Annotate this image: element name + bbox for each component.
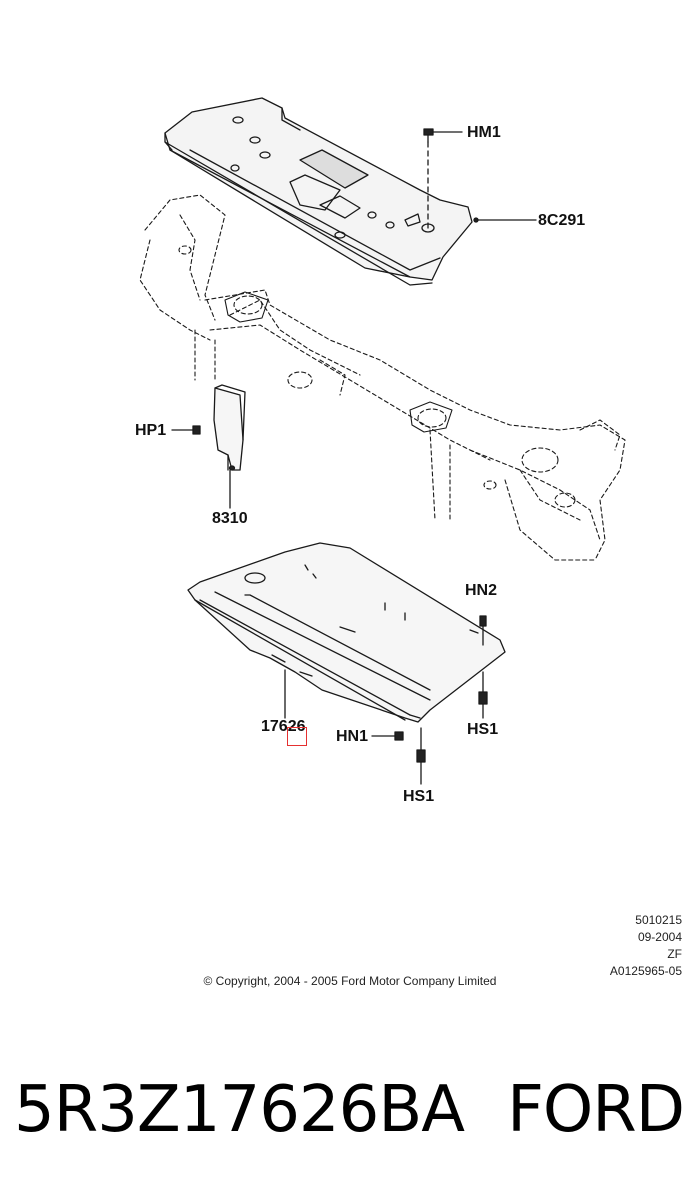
callout-8c291: 8C291	[538, 212, 586, 229]
callout-hm1: HM1	[467, 124, 501, 141]
hn2-fastener	[479, 615, 487, 646]
drawing-meta: 5010215 09-2004 ZF A0125965-05	[562, 912, 682, 980]
callout-hs1-right: HS1	[467, 721, 499, 738]
meta-line-3: ZF	[667, 947, 682, 961]
meta-line-2: 09-2004	[637, 930, 682, 944]
part-number: 5R3Z17626BA	[14, 1073, 465, 1147]
highlight-box	[287, 727, 307, 746]
leader-8c291	[473, 217, 537, 223]
radiator-support-frame	[139, 194, 626, 561]
latch-brackets	[224, 291, 453, 433]
callout-hn1: HN1	[336, 728, 369, 745]
callout-hn2: HN2	[465, 582, 498, 599]
callout-hp1: HP1	[135, 422, 167, 439]
air-deflector-8310	[213, 384, 246, 471]
part-footer: 5R3Z17626BA FORD	[0, 1060, 700, 1160]
callout-8310: 8310	[212, 510, 248, 527]
hs1-bottom-fastener	[416, 727, 426, 785]
copyright-notice: © Copyright, 2004 - 2005 Ford Motor Comp…	[203, 974, 497, 988]
meta-line-4: A0125965-05	[609, 964, 682, 978]
meta-line-1: 5010215	[635, 913, 682, 927]
hn1-fastener	[371, 731, 404, 741]
hm1-fastener	[423, 128, 434, 143]
exploded-view-drawing	[139, 97, 626, 785]
callout-17626: 17626	[261, 718, 306, 735]
brand-name: FORD	[507, 1073, 685, 1147]
radiator-cover-panel	[164, 97, 473, 286]
hp1-fastener	[171, 425, 201, 435]
hs1-right-fastener	[478, 671, 488, 719]
callout-hs1-bottom: HS1	[403, 788, 435, 805]
splash-shield-17626	[187, 542, 506, 723]
